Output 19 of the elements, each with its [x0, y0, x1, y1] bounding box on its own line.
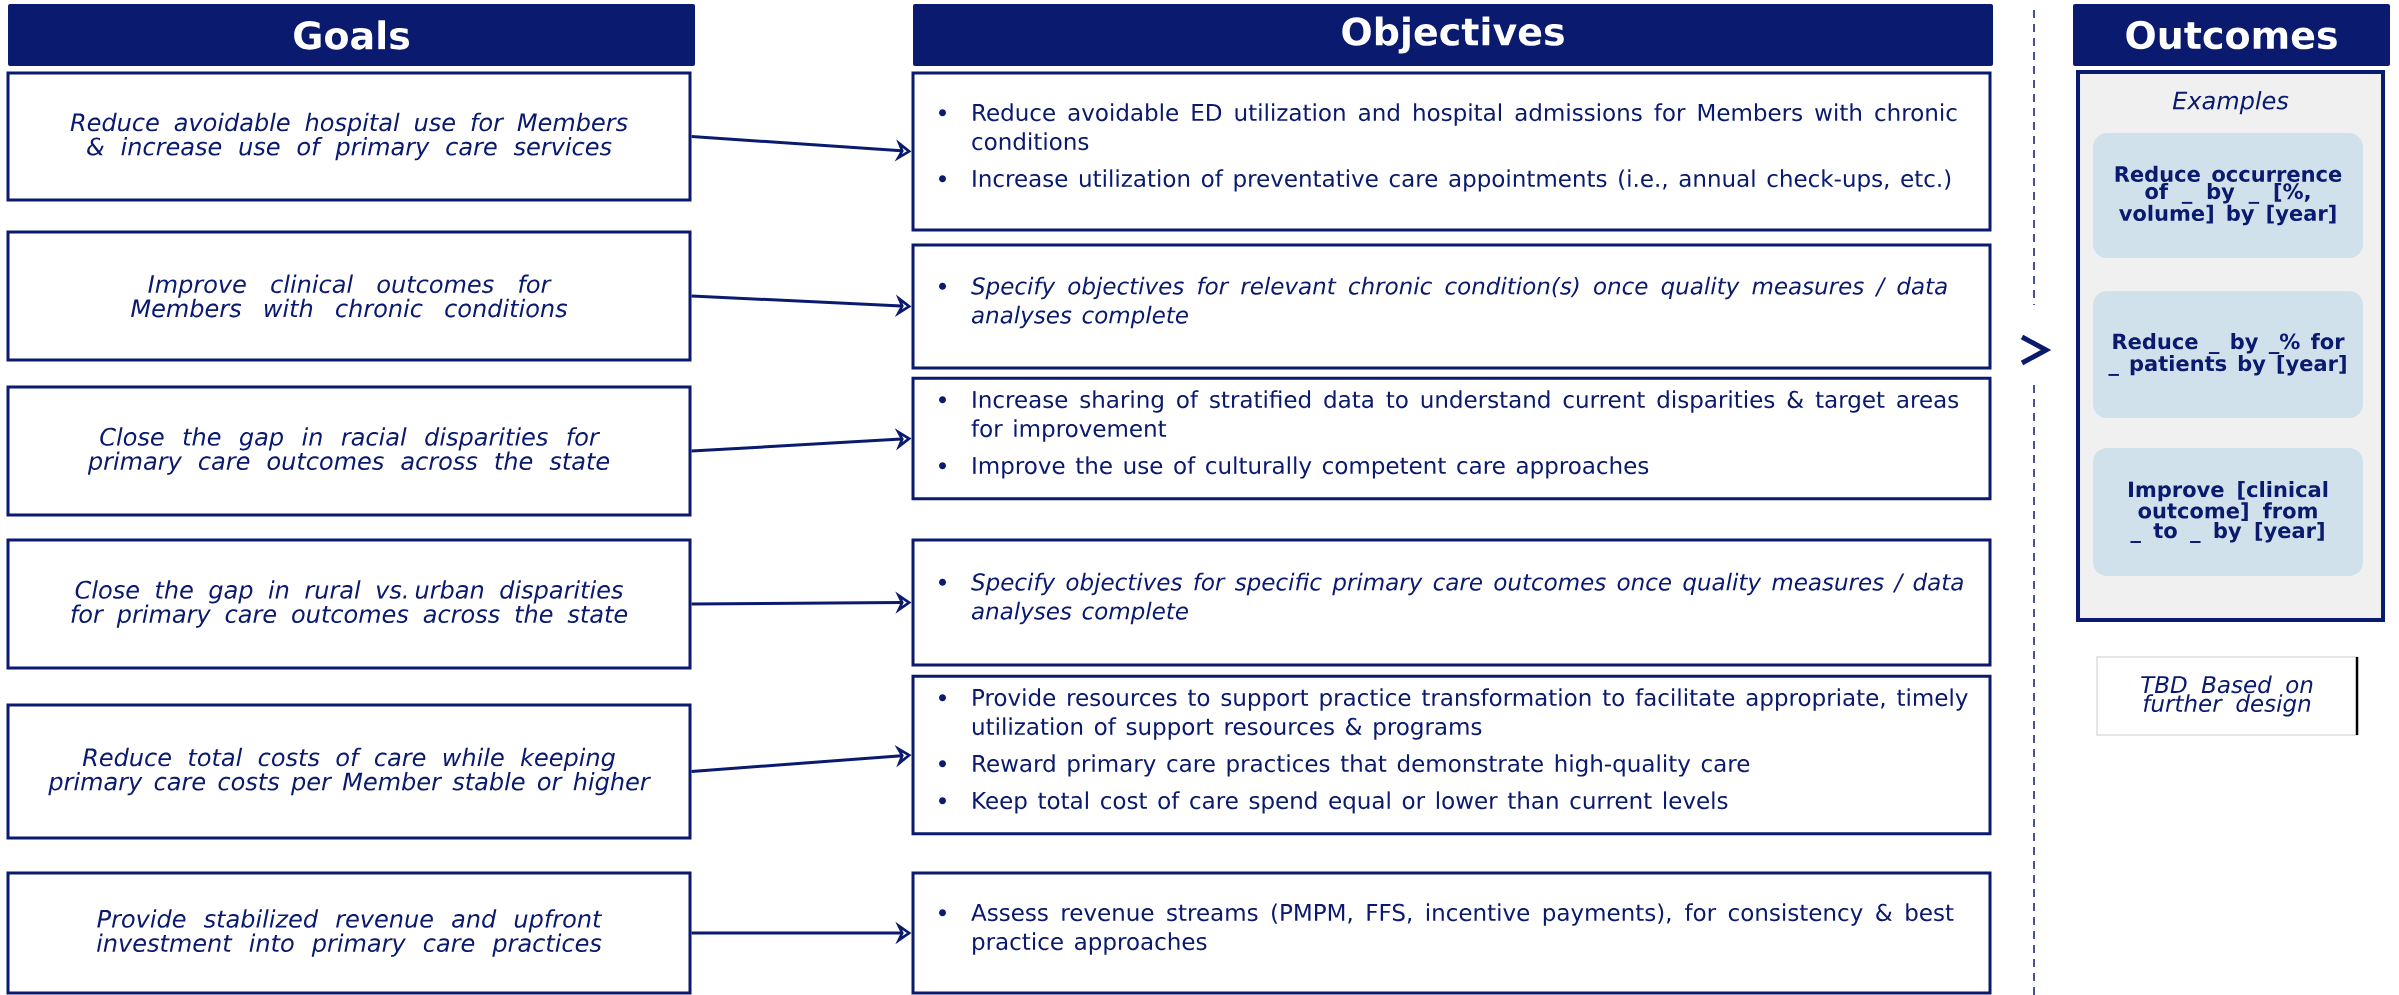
column-header: Goals	[8, 4, 695, 66]
goal-box: Close the gap in racial disparities for primary care outcomes across the state	[6, 385, 692, 517]
note-box: TBD Based on further design	[2096, 656, 2359, 736]
outcome-box: Reduce _ by _% for _ patients by [year]	[2093, 291, 2363, 418]
goal-box: Reduce total costs of care while keeping primary care costs per Member stable or higher	[6, 703, 692, 840]
outcome-box: Improve [clinical outcome] from _ to _ by [year]	[2093, 448, 2363, 576]
objective-box: Assess revenue streams (PMPM, FFS, incentive payments), for consistency & best practice approaches	[911, 871, 1992, 995]
objective-box: Provide resources to support practice transformation to facilitate appropriate, timely utilization of support resources & programs Reward primary care practices that demonstrate high-quality care Keep total cost of care spend equal or lower than current levels	[911, 674, 1992, 836]
column-header: Outcomes	[2073, 4, 2390, 66]
goal-box: Close the gap in rural vs. urban disparities for primary care outcomes across the state	[6, 538, 692, 670]
goal-box: Reduce avoidable hospital use for Members & increase use of primary care services	[6, 71, 692, 202]
objective-box: Reduce avoidable ED utilization and hospital admissions for Members with chronic conditions Increase utilization of preventative care appointments (i.e., annual check-ups, etc.)	[911, 71, 1992, 232]
goal-box: Provide stabilized revenue and upfront investment into primary care practices	[6, 871, 692, 995]
goal-box: Improve clinical outcomes for Members with chronic conditions	[6, 230, 692, 362]
objective-box: Specify objectives for relevant chronic condition(s) once quality measures / data analyses complete	[911, 243, 1992, 370]
column-header: Objectives	[913, 4, 1993, 66]
outcome-box: Reduce occurrence of _ by _ [%, volume] by [year]	[2093, 133, 2363, 258]
objective-box: Increase sharing of stratified data to understand current disparities & target areas for improvement Improve the use of culturally competent care approaches	[911, 376, 1992, 501]
objective-box: Specify objectives for specific primary care outcomes once quality measures / data analyses complete	[911, 538, 1992, 667]
